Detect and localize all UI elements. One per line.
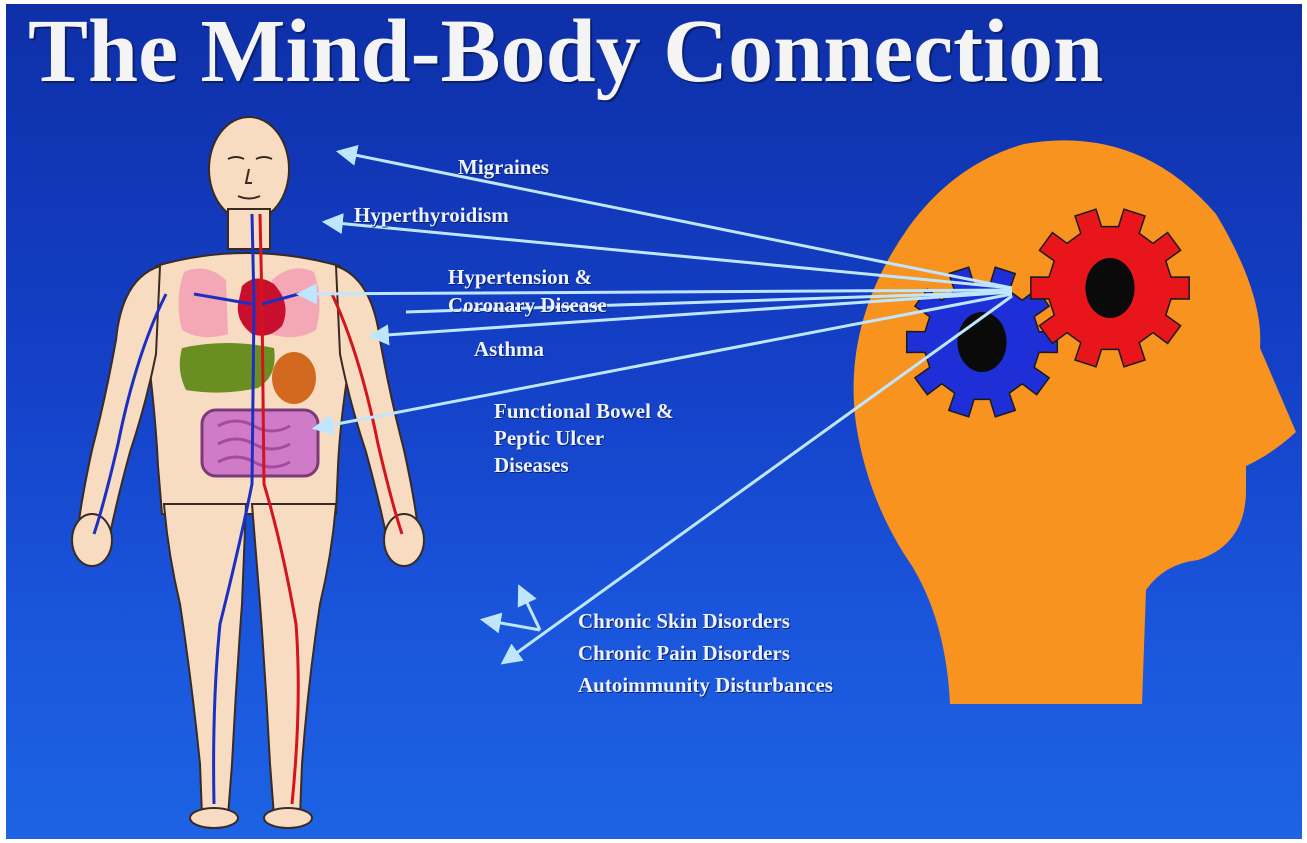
label-chronic-skin: Chronic Skin Disorders <box>578 608 790 634</box>
head-profile <box>854 140 1296 704</box>
gear-red-hub <box>1085 258 1134 318</box>
label-chronic-pain: Chronic Pain Disorders <box>578 640 790 666</box>
slide-canvas: The Mind-Body Connection Migraines Hyper… <box>6 4 1302 839</box>
intestines <box>202 410 318 476</box>
label-diseases: Diseases <box>494 452 569 478</box>
page-title: The Mind-Body Connection <box>28 4 1103 104</box>
head-silhouette <box>854 140 1296 704</box>
gear-blue-hub <box>957 312 1006 372</box>
label-hyperthyroidism: Hyperthyroidism <box>354 202 509 228</box>
label-coronary-disease: Coronary Disease <box>448 292 607 318</box>
label-peptic-ulcer: Peptic Ulcer <box>494 425 604 451</box>
arrow-branch-left <box>484 620 540 630</box>
label-migraines: Migraines <box>458 154 549 180</box>
label-asthma: Asthma <box>474 336 544 362</box>
label-functional-bowel: Functional Bowel & <box>494 398 674 424</box>
label-autoimmunity: Autoimmunity Disturbances <box>578 672 833 698</box>
arrow-branch-up <box>520 588 540 630</box>
label-hypertension: Hypertension & <box>448 264 592 290</box>
